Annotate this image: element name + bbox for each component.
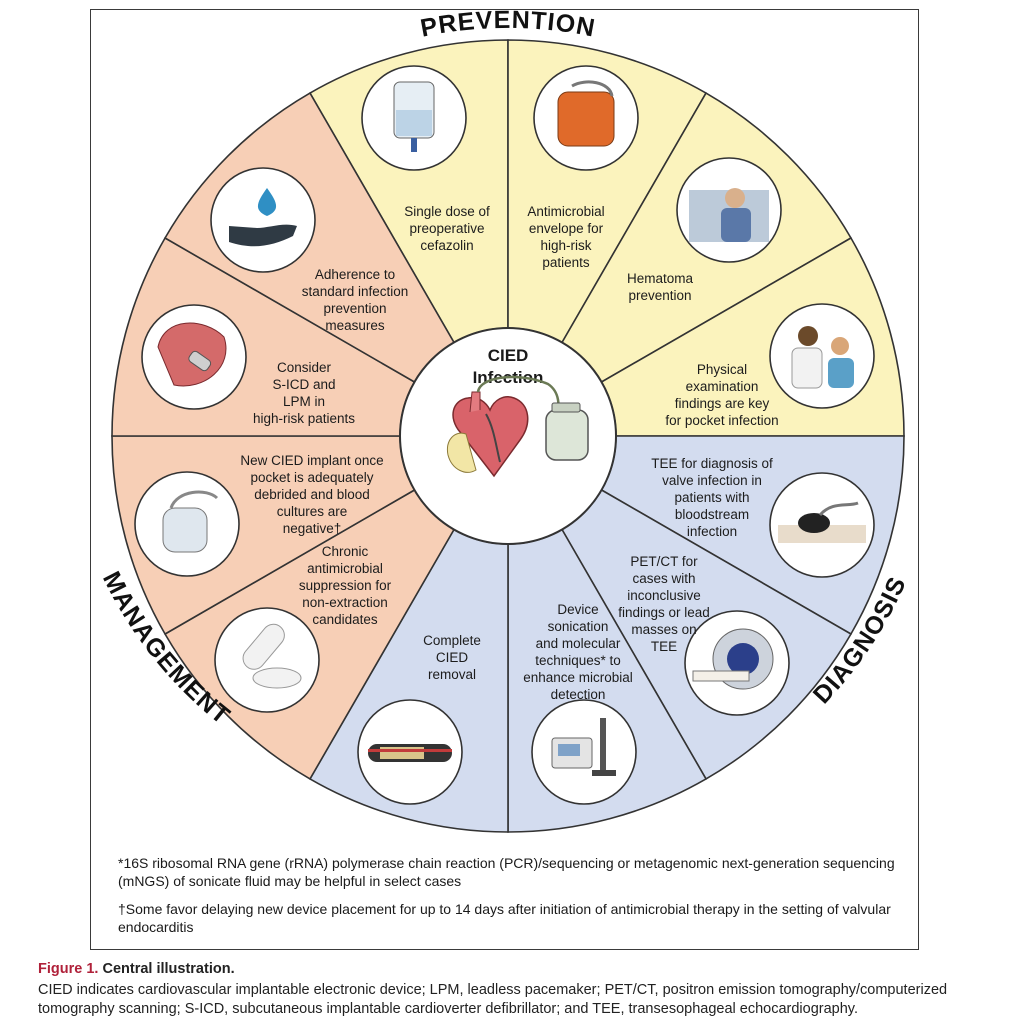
figure-number: Figure 1. <box>38 961 99 977</box>
heart-lpm-icon <box>141 304 247 410</box>
segment-label-line: envelope for <box>529 221 604 236</box>
segment-label-line: Chronic <box>322 544 369 559</box>
segment-label-line: Antimicrobial <box>527 204 604 219</box>
segment-label-line: cases with <box>632 571 695 586</box>
segment-label-line: enhance microbial <box>523 670 633 685</box>
segment-label-line: Adherence to <box>315 267 395 282</box>
antimicrobial-envelope-icon <box>533 65 639 171</box>
segment-label-line: high-risk patients <box>253 411 355 426</box>
sonicator-icon <box>531 699 637 805</box>
segment-label-line: patients <box>542 255 590 270</box>
segment-label-line: infection <box>687 524 737 539</box>
segment-label-line: pocket is adequately <box>250 470 373 485</box>
segment-label-line: PET/CT for <box>630 554 698 569</box>
footnotes: *16S ribosomal RNA gene (rRNA) polymeras… <box>118 854 898 946</box>
segment-label-line: Complete <box>423 633 481 648</box>
segment-label-line: patients with <box>674 490 749 505</box>
segment-label-line: masses on <box>631 622 696 637</box>
segment-label-line: removal <box>428 667 476 682</box>
physical-exam-icon <box>769 303 875 409</box>
lead-extraction-icon <box>357 699 463 805</box>
segment-label-line: bloodstream <box>675 507 749 522</box>
segment-label-line: Single dose of <box>404 204 490 219</box>
figure-caption: Figure 1. Central illustration. CIED ind… <box>38 960 998 1019</box>
pet-ct-scanner-icon <box>684 610 790 716</box>
segment-label-line: standard infection <box>302 284 409 299</box>
segment-label-line: TEE for diagnosis of <box>651 456 773 471</box>
tee-probe-icon <box>769 472 875 578</box>
center-hub: CIED Infection <box>399 327 617 545</box>
segment-label-line: suppression for <box>299 578 392 593</box>
wheel-icons <box>134 65 875 805</box>
segment-label-line: high-risk <box>540 238 591 253</box>
pacemaker-device-icon <box>134 471 240 577</box>
heart-with-device-icon <box>446 375 589 478</box>
segment-label-line: non-extraction <box>302 595 388 610</box>
segment-label-line: negative† <box>283 521 342 536</box>
segment-label-line: inconclusive <box>627 588 701 603</box>
iv-bag-icon <box>361 65 467 171</box>
segment-label-line: measures <box>325 318 385 333</box>
segment-label-line: valve infection in <box>662 473 762 488</box>
segment-label-line: CIED <box>436 650 469 665</box>
segment-label-line: findings or lead <box>618 605 710 620</box>
wheel-labels: Adherence to standard infection prevention… <box>240 204 778 702</box>
segment-label-line: for pocket infection <box>665 413 778 428</box>
pill-icon <box>214 607 320 713</box>
segment-label-line: Device <box>557 602 598 617</box>
segment-label-line: S-ICD and <box>272 377 335 392</box>
segment-label-line: candidates <box>312 612 378 627</box>
segment-label-line: prevention <box>628 288 691 303</box>
segment-label-line: findings are key <box>675 396 770 411</box>
surgeon-icon <box>676 157 782 263</box>
prevention-title: PREVENTION <box>418 6 598 43</box>
segment-label-line: and molecular <box>536 636 621 651</box>
segment-label-line: Consider <box>277 360 332 375</box>
footnote-sonication: *16S ribosomal RNA gene (rRNA) polymeras… <box>118 855 895 889</box>
segment-label-line: prevention <box>323 301 386 316</box>
segment-label-line: LPM in <box>283 394 325 409</box>
central-illustration-wheel: Adherence to standard infection prevention… <box>97 6 911 833</box>
center-title-line1: CIED <box>488 346 529 365</box>
segment-label-line: detection <box>551 687 606 702</box>
segment-label-line: sonication <box>548 619 609 634</box>
segment-label-line: debrided and blood <box>254 487 370 502</box>
water-drop-hand-icon <box>210 167 316 273</box>
segment-label-line: Physical <box>697 362 747 377</box>
segment-label-line: antimicrobial <box>307 561 383 576</box>
segment-label-line: techniques* to <box>535 653 621 668</box>
figure-title: Central illustration. <box>102 961 235 977</box>
segment-label-line: TEE <box>651 639 677 654</box>
segment-label-line: Hematoma <box>627 271 694 286</box>
segment-label-line: cefazolin <box>420 238 473 253</box>
figure-caption-text: CIED indicates cardiovascular implantabl… <box>38 982 948 1017</box>
segment-label-line: preoperative <box>409 221 484 236</box>
segment-label-line: examination <box>686 379 759 394</box>
segment-label-line: New CIED implant once <box>240 453 383 468</box>
footnote-delay: †Some favor delaying new device placemen… <box>118 901 891 935</box>
segment-label-line: cultures are <box>277 504 348 519</box>
